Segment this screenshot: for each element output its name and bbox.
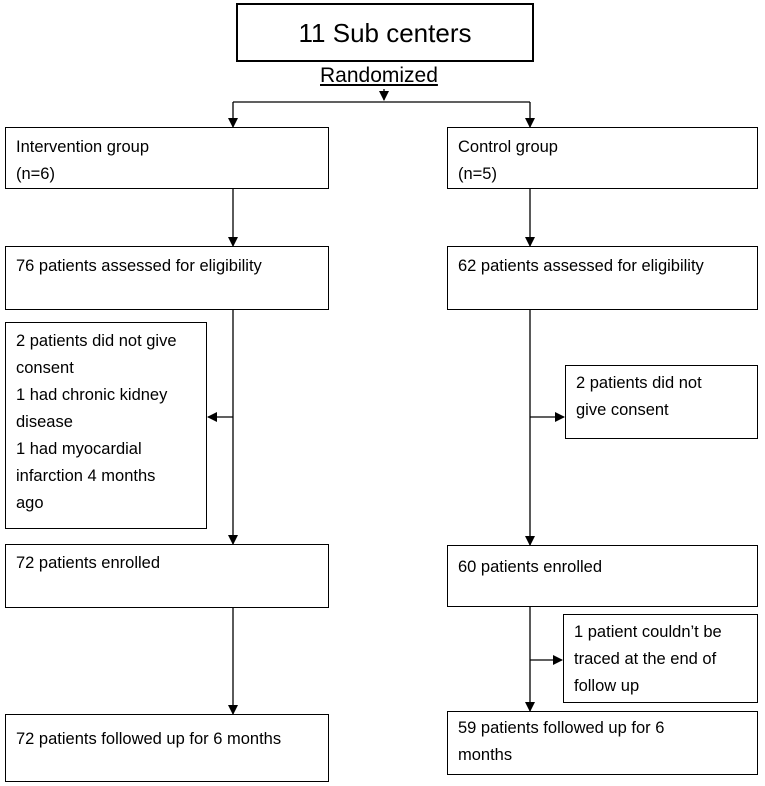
intervention-assessed-box: 76 patients assessed for eligibility	[5, 246, 329, 310]
randomized-label: Randomized	[320, 64, 438, 87]
control-excluded-label: 2 patients did not give consent	[576, 374, 702, 419]
intervention-followed-box: 72 patients followed up for 6 months	[5, 714, 329, 782]
control-enrolled-box: 60 patients enrolled	[447, 545, 758, 607]
sub-centers-label: 11 Sub centers	[298, 17, 472, 48]
sub-centers-box: 11 Sub centers	[236, 3, 534, 62]
intervention-assessed-label: 76 patients assessed for eligibility	[16, 257, 262, 275]
control-assessed-label: 62 patients assessed for eligibility	[458, 257, 704, 275]
control-excluded-box: 2 patients did not give consent	[565, 365, 758, 439]
control-lost-label: 1 patient couldn’t be traced at the end …	[574, 623, 722, 695]
intervention-followed-label: 72 patients followed up for 6 months	[16, 730, 282, 748]
intervention-enrolled-label: 72 patients enrolled	[16, 554, 161, 572]
control-lost-box: 1 patient couldn’t be traced at the end …	[563, 614, 758, 703]
control-group-box: Control group (n=5)	[447, 127, 758, 189]
control-followed-label: 59 patients followed up for 6 months	[458, 719, 665, 764]
control-followed-box: 59 patients followed up for 6 months	[447, 711, 758, 775]
control-assessed-box: 62 patients assessed for eligibility	[447, 246, 758, 310]
control-group-label: Control group (n=5)	[458, 138, 558, 183]
intervention-group-label: Intervention group (n=6)	[16, 138, 150, 183]
intervention-excluded-box: 2 patients did not give consent 1 had ch…	[5, 322, 207, 529]
intervention-excluded-label: 2 patients did not give consent 1 had ch…	[16, 332, 177, 512]
control-enrolled-label: 60 patients enrolled	[458, 558, 603, 576]
intervention-enrolled-box: 72 patients enrolled	[5, 544, 329, 608]
intervention-group-box: Intervention group (n=6)	[5, 127, 329, 189]
